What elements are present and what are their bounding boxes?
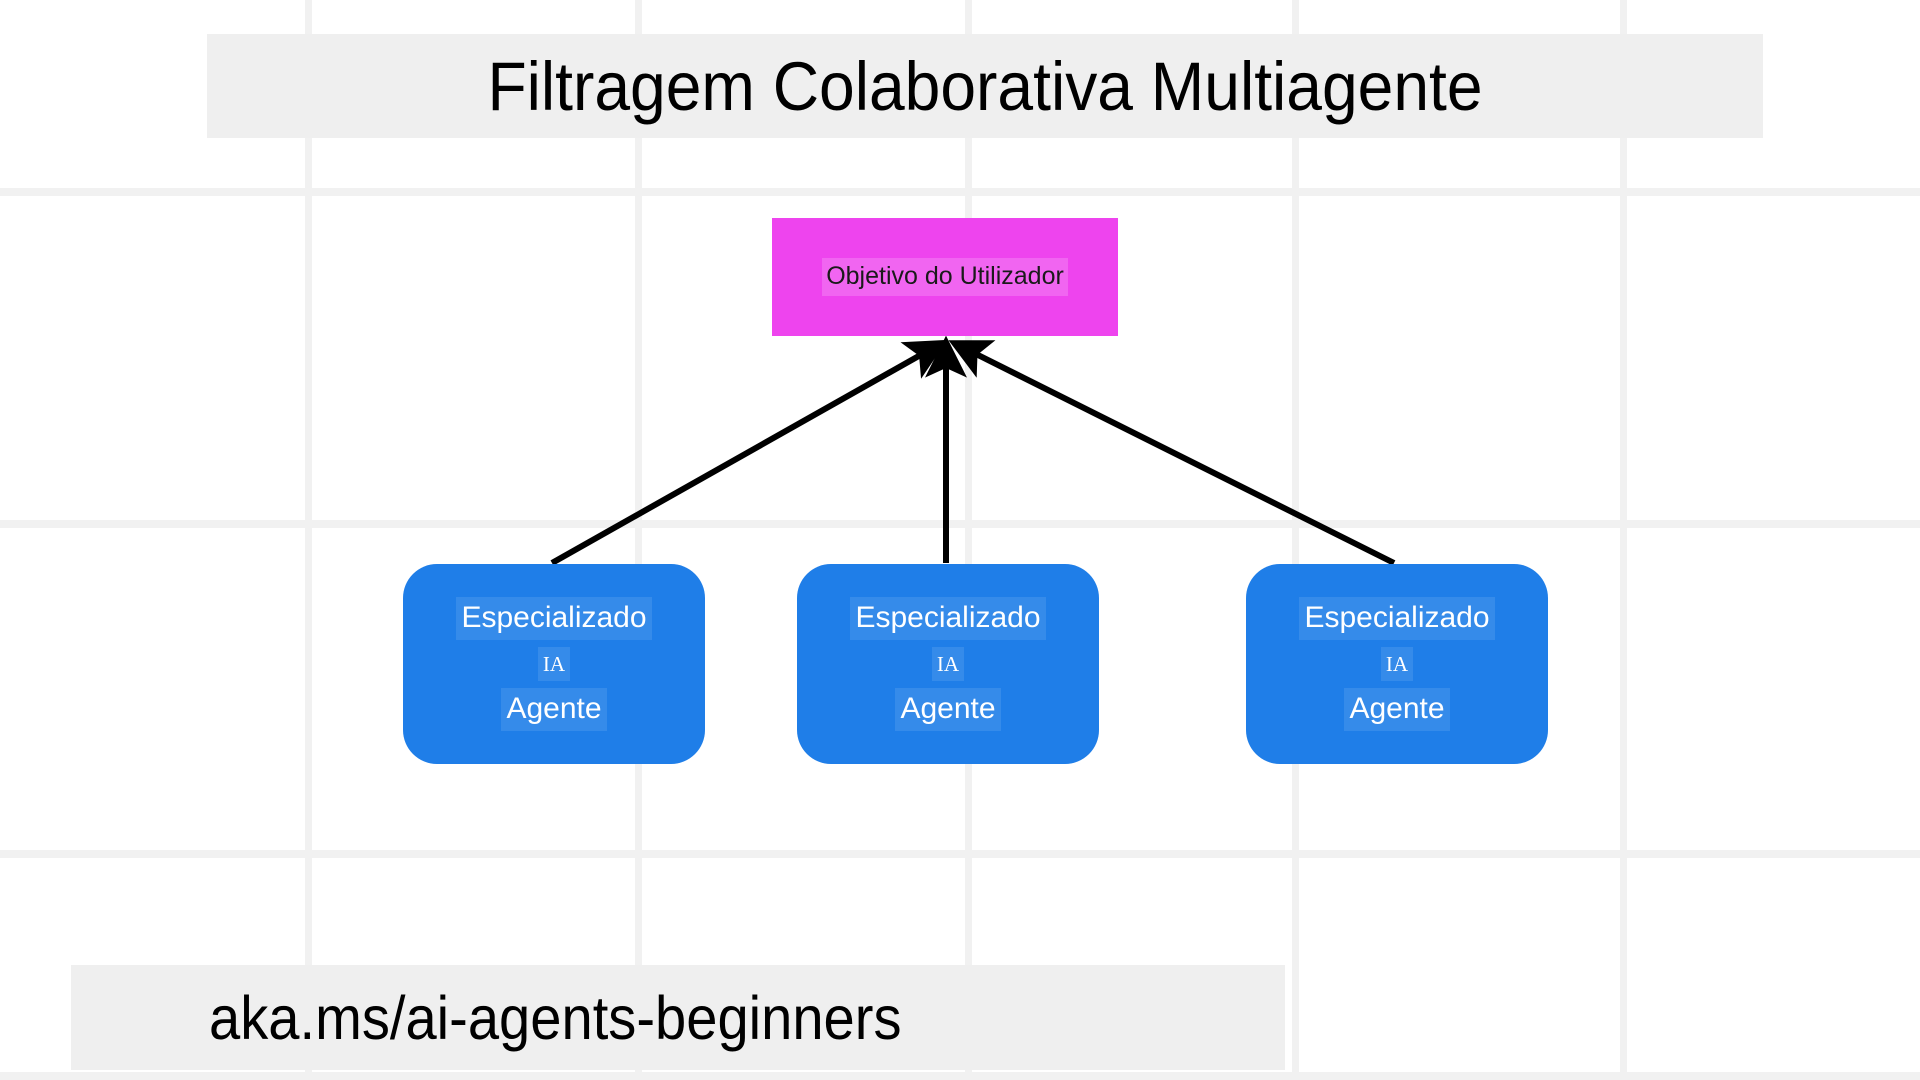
grid-line-vertical-3 [1292, 0, 1299, 1080]
node-specialized-agent-1[interactable]: Especializado IA Agente [403, 564, 705, 764]
page-title: Filtragem Colaborativa Multiagente [487, 47, 1483, 125]
footer-banner: aka.ms/ai-agents-beginners [71, 965, 1285, 1070]
grid-line-vertical-0 [305, 0, 312, 1080]
node-user-goal[interactable]: Objetivo do Utilizador [772, 218, 1118, 336]
node-agent-2-line2: IA [931, 646, 965, 682]
edge-agent3-to-goal [948, 340, 1396, 566]
grid-line-horizontal-3 [0, 1072, 1920, 1080]
node-agent-1-line3: Agente [501, 688, 607, 731]
node-agent-2-line1: Especializado [850, 597, 1046, 640]
node-agent-1-line2: IA [537, 646, 571, 682]
node-agent-2-line3: Agente [895, 688, 1001, 731]
node-agent-3-line2: IA [1380, 646, 1414, 682]
grid-line-horizontal-1 [0, 520, 1920, 528]
node-agent-3-line3: Agente [1344, 688, 1450, 731]
grid-line-horizontal-2 [0, 850, 1920, 858]
grid-line-vertical-1 [635, 0, 642, 1080]
grid-line-vertical-4 [1620, 0, 1627, 1080]
grid-line-vertical-2 [965, 0, 972, 1080]
node-user-goal-label: Objetivo do Utilizador [822, 258, 1068, 296]
node-agent-1-line1: Especializado [456, 597, 652, 640]
node-specialized-agent-3[interactable]: Especializado IA Agente [1246, 564, 1548, 764]
grid-line-horizontal-0 [0, 188, 1920, 196]
footer-link-text[interactable]: aka.ms/ai-agents-beginners [209, 983, 902, 1052]
node-agent-3-line1: Especializado [1299, 597, 1495, 640]
title-banner: Filtragem Colaborativa Multiagente [207, 34, 1763, 138]
edge-agent1-to-goal [550, 339, 948, 566]
node-specialized-agent-2[interactable]: Especializado IA Agente [797, 564, 1099, 764]
